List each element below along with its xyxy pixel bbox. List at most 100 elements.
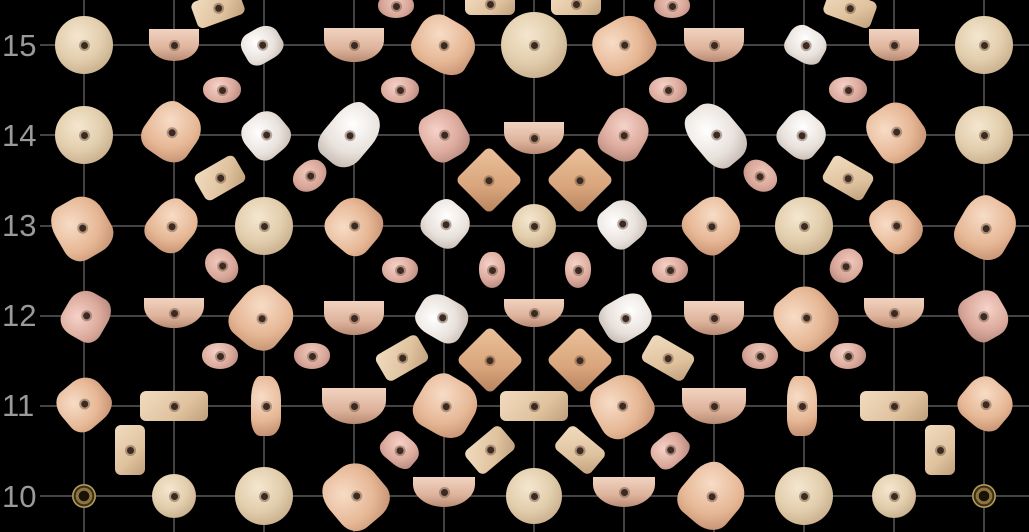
bolt-icon	[349, 221, 359, 231]
round-hold[interactable]	[235, 467, 293, 525]
round-hold[interactable]	[235, 197, 293, 255]
half-moon-hold[interactable]	[684, 28, 744, 62]
sloper-hold[interactable]	[787, 376, 817, 436]
crimp-hold[interactable]	[479, 252, 505, 288]
crimp-hold[interactable]	[829, 77, 867, 103]
bolt-insert	[72, 484, 96, 508]
round-hold[interactable]	[501, 12, 567, 78]
crimp-hold[interactable]	[652, 257, 688, 283]
bolt-icon	[668, 2, 676, 10]
round-hold[interactable]	[775, 467, 833, 525]
bolt-icon	[575, 175, 585, 185]
crimp-hold[interactable]	[202, 343, 238, 369]
row-label-11: 11	[2, 388, 35, 423]
bolt-icon	[800, 222, 808, 230]
bolt-icon	[841, 261, 851, 271]
row-label-15: 15	[2, 28, 37, 63]
bolt-icon	[440, 488, 448, 496]
bolt-icon	[350, 314, 358, 322]
rail-hold[interactable]	[551, 0, 601, 15]
rail-hold[interactable]	[140, 391, 208, 421]
crimp-hold[interactable]	[378, 0, 414, 18]
round-hold[interactable]	[512, 204, 556, 248]
bolt-icon	[216, 352, 224, 360]
bolt-icon	[170, 492, 178, 500]
bolt-icon	[77, 223, 87, 233]
bolt-icon	[395, 445, 405, 455]
bolt-icon	[981, 399, 991, 409]
half-moon-hold[interactable]	[869, 29, 919, 61]
crimp-hold[interactable]	[565, 252, 591, 288]
bolt-icon	[485, 355, 495, 365]
bolt-icon	[844, 352, 852, 360]
bolt-icon	[707, 221, 717, 231]
round-hold[interactable]	[775, 197, 833, 255]
crimp-hold[interactable]	[654, 0, 690, 18]
bolt-icon	[486, 0, 494, 8]
round-hold[interactable]	[955, 16, 1013, 74]
bolt-icon	[80, 131, 88, 139]
bolt-icon	[397, 353, 407, 363]
rail-hold[interactable]	[465, 0, 515, 15]
rail-hold[interactable]	[860, 391, 928, 421]
bolt-icon	[707, 491, 717, 501]
half-moon-hold[interactable]	[144, 298, 204, 328]
crimp-hold[interactable]	[649, 77, 687, 103]
crimp-hold[interactable]	[742, 343, 778, 369]
round-hold[interactable]	[55, 106, 113, 164]
bolt-icon	[167, 127, 177, 137]
round-hold[interactable]	[55, 16, 113, 74]
half-moon-hold[interactable]	[149, 29, 199, 61]
bolt-icon	[620, 488, 628, 496]
bolt-icon	[345, 130, 355, 140]
round-hold[interactable]	[955, 106, 1013, 164]
bolt-icon	[484, 175, 494, 185]
bolt-icon	[170, 309, 178, 317]
bolt-icon	[979, 311, 989, 321]
bolt-icon	[619, 40, 629, 50]
bolt-icon	[981, 223, 991, 233]
bolt-icon	[890, 402, 898, 410]
bolt-icon	[890, 309, 898, 317]
bolt-icon	[530, 309, 538, 317]
rail-hold[interactable]	[115, 425, 145, 475]
crimp-hold[interactable]	[294, 343, 330, 369]
bolt-icon	[574, 266, 582, 274]
round-hold[interactable]	[506, 468, 562, 524]
half-moon-hold[interactable]	[324, 28, 384, 62]
bolt-icon	[710, 314, 718, 322]
rail-hold[interactable]	[925, 425, 955, 475]
bolt-icon	[261, 130, 271, 140]
half-moon-hold[interactable]	[324, 301, 384, 335]
bolt-icon	[396, 266, 404, 274]
crimp-hold[interactable]	[382, 257, 418, 283]
half-moon-hold[interactable]	[682, 388, 746, 424]
row-label-12: 12	[2, 298, 37, 333]
bolt-icon	[575, 445, 585, 455]
rail-hold[interactable]	[500, 391, 568, 421]
row-label-14: 14	[2, 118, 37, 153]
round-hold[interactable]	[872, 474, 916, 518]
bolt-icon	[666, 266, 674, 274]
bolt-icon	[81, 311, 91, 321]
half-moon-hold[interactable]	[322, 388, 386, 424]
round-hold[interactable]	[152, 474, 196, 518]
bolt-icon	[801, 313, 811, 323]
bolt-icon	[215, 173, 225, 183]
bolt-icon	[437, 313, 447, 323]
bolt-icon	[170, 402, 178, 410]
bolt-icon	[980, 41, 988, 49]
half-moon-hold[interactable]	[684, 301, 744, 335]
bolt-icon	[439, 40, 449, 50]
sloper-hold[interactable]	[251, 376, 281, 436]
crimp-hold[interactable]	[381, 77, 419, 103]
bolt-icon	[980, 131, 988, 139]
bolt-icon	[488, 266, 496, 274]
crimp-hold[interactable]	[203, 77, 241, 103]
bolt-icon	[170, 41, 178, 49]
bolt-icon	[843, 173, 853, 183]
crimp-hold[interactable]	[830, 343, 866, 369]
bolt-icon	[798, 402, 806, 410]
bolt-icon	[756, 352, 764, 360]
